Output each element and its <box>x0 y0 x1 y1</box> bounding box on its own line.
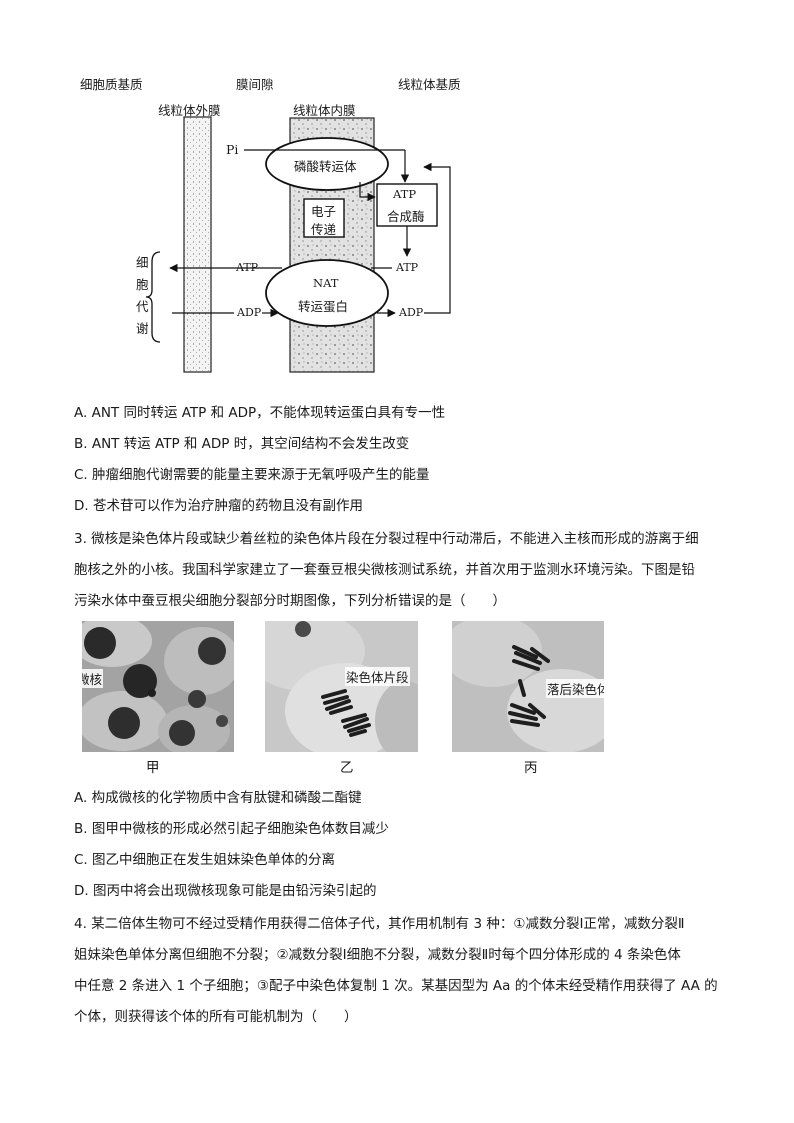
q4-text-line-2: 姐妹染色单体分离但细胞不分裂；②减数分裂Ⅰ细胞不分裂，减数分裂Ⅱ时每个四分体形成… <box>74 947 681 963</box>
metabolism-label-2: 胞 <box>136 277 149 292</box>
pi-label: Pi <box>226 142 239 157</box>
q3-text-line-2: 胞核之外的小核。我国科学家建立了一套蚕豆根尖微核测试系统，并首次用于监测水环境污… <box>74 562 695 578</box>
metabolism-label-3: 代 <box>136 299 149 314</box>
micrograph-yi: 染色体片段 <box>265 621 418 752</box>
adp-right-label: ADP <box>399 306 424 319</box>
atp-left-label: ATP <box>236 261 259 274</box>
lagging-chromosome-label: 落后染色体 <box>546 679 604 698</box>
metabolism-label-1: 细 <box>136 255 149 270</box>
q4-text-line-1: 4. 某二倍体生物可不经过受精作用获得二倍体子代，其作用机制有 3 种：①减数分… <box>74 916 685 932</box>
atp-right-label: ATP <box>396 261 419 274</box>
adp-left-label: ADP <box>237 306 262 319</box>
cytoplasm-label: 细胞质基质 <box>80 77 143 92</box>
q2-option-c: C. 肿瘤细胞代谢需要的能量主要来源于无氧呼吸产生的能量 <box>74 467 430 483</box>
atp-synthase-label-2: 合成酶 <box>387 209 425 224</box>
metabolism-brace <box>145 251 161 343</box>
q4-text-line-3: 中任意 2 条进入 1 个子细胞；③配子中染色体复制 1 次。某基因型为 Aa … <box>74 978 718 994</box>
electron-label-2: 传递 <box>311 222 337 237</box>
q3-option-a: A. 构成微核的化学物质中含有肽键和磷酸二酯键 <box>74 790 362 806</box>
nat-ellipse <box>265 259 389 327</box>
q3-option-c: C. 图乙中细胞正在发生姐妹染色单体的分离 <box>74 852 336 868</box>
q2-option-b: B. ANT 转运 ATP 和 ADP 时，其空间结构不会发生改变 <box>74 436 410 452</box>
caption-jia: 甲 <box>146 760 160 776</box>
outer-membrane-label: 线粒体外膜 <box>158 103 221 118</box>
diagram-drawing <box>145 116 451 373</box>
electron-transport-box <box>303 198 345 238</box>
adp-recycle-line <box>423 162 451 314</box>
phosphate-transporter-label: 磷酸转运体 <box>294 159 357 174</box>
matrix-label: 线粒体基质 <box>398 77 461 92</box>
q2-option-d: D. 苍术苷可以作为治疗肿瘤的药物且没有副作用 <box>74 498 363 514</box>
q3-option-b: B. 图甲中微核的形成必然引起子细胞染色体数目减少 <box>74 821 389 837</box>
nat-label-2: 转运蛋白 <box>298 299 349 314</box>
outer-membrane <box>183 116 212 373</box>
atp-synthase-box <box>376 183 438 227</box>
caption-yi: 乙 <box>340 760 354 776</box>
mitochondria-diagram: 细胞质基质 膜间隙 线粒体基质 线粒体外膜 线粒体内膜 <box>0 0 794 385</box>
nat-label-1: NAT <box>313 276 339 290</box>
q4-text-line-4: 个体，则获得该个体的所有可能机制为（ ） <box>74 1009 358 1025</box>
electron-label-1: 电子 <box>311 204 337 219</box>
q3-text-line-1: 3. 微核是染色体片段或缺少着丝粒的染色体片段在分裂过程中行动滞后，不能进入主核… <box>74 531 699 547</box>
micrograph-yi-art <box>265 621 418 752</box>
q3-text-line-3: 污染水体中蚕豆根尖细胞分裂部分时期图像，下列分析错误的是（ ） <box>74 593 506 609</box>
q3-option-d: D. 图丙中将会出现微核现象可能是由铅污染引起的 <box>74 883 377 899</box>
phosphate-transporter-ellipse <box>265 137 389 191</box>
intermembrane-space-label: 膜间隙 <box>236 77 274 92</box>
transporter-to-synthase-line <box>359 182 376 202</box>
micrograph-jia: 微核 <box>82 621 234 752</box>
metabolism-label-4: 谢 <box>136 321 149 336</box>
atp-synthase-label-1: ATP <box>393 187 417 201</box>
chromosome-fragment-label: 染色体片段 <box>345 667 410 686</box>
inner-membrane-label: 线粒体内膜 <box>293 103 356 118</box>
q2-option-a: A. ANT 同时转运 ATP 和 ADP，不能体现转运蛋白具有专一性 <box>74 405 446 421</box>
micrograph-jia-art <box>82 621 234 752</box>
caption-bing: 丙 <box>524 760 538 776</box>
micrograph-bing: 落后染色体 <box>452 621 604 752</box>
micronucleus-label: 微核 <box>82 669 104 688</box>
